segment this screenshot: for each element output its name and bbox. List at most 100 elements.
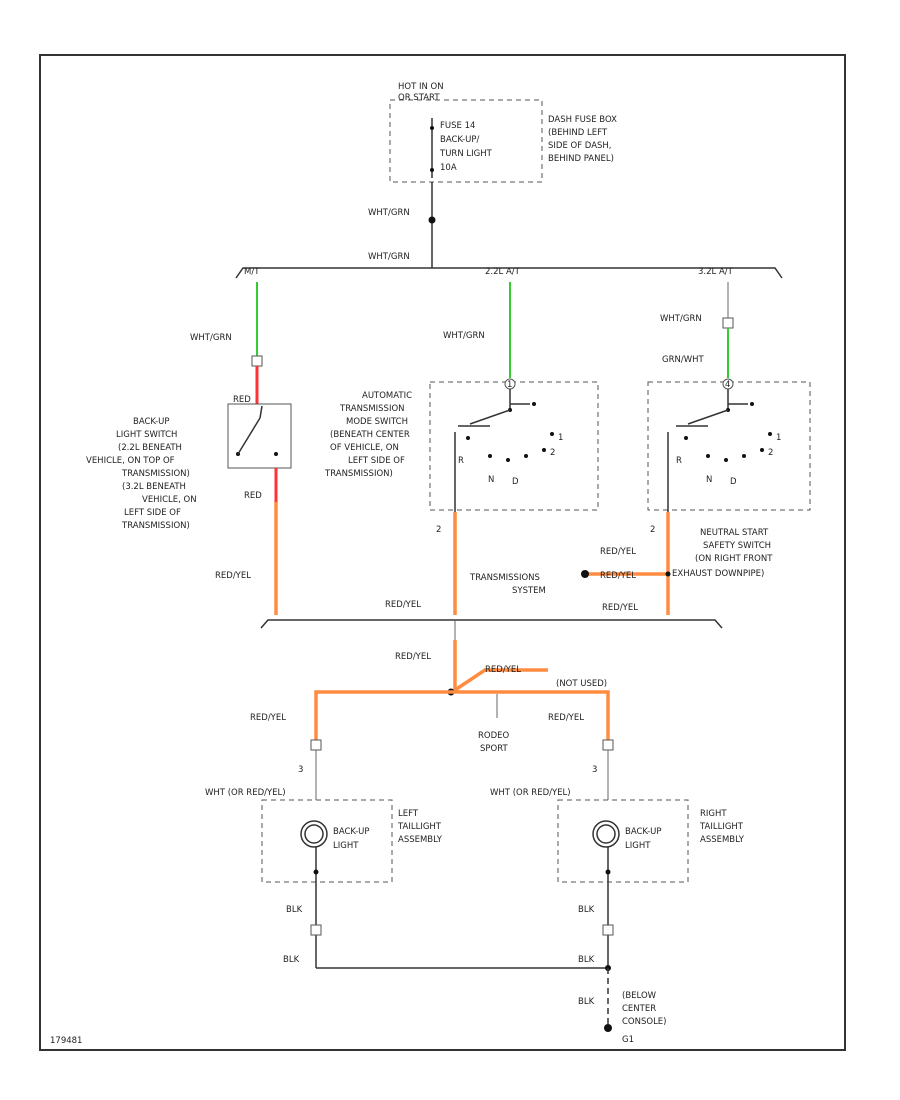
left-taillight-label-1: LEFT <box>398 809 419 819</box>
neutral-switch-contact-g <box>768 432 772 436</box>
left-taillight-label-2: TAILLIGHT <box>397 822 442 832</box>
left-taillight-label-3: ASSEMBLY <box>398 835 443 845</box>
backup-switch-box <box>227 403 292 469</box>
mode-switch-label-5: OF VEHICLE, ON <box>330 443 399 453</box>
branch-label-mt: M/T <box>244 267 260 277</box>
backup-switch-label-3: (2.2L BENEATH <box>118 443 182 453</box>
fuse-box-location-line2: (BEHIND LEFT <box>548 128 608 138</box>
wire-label-right-red-yel: RED/YEL <box>548 713 584 723</box>
neutral-switch-pin-2: 2 <box>650 525 655 535</box>
wire-label-trans-red-yel-3: RED/YEL <box>602 603 638 613</box>
connector-right-lamp-top <box>602 739 614 751</box>
mode-switch-label-1: AUTOMATIC <box>362 391 412 401</box>
wire-label-grn-wht: GRN/WHT <box>662 355 705 365</box>
mode-switch-label-7: TRANSMISSION) <box>324 469 393 479</box>
lamp-distribution-wire <box>314 690 610 740</box>
wire-label-trans-red-yel-1: RED/YEL <box>600 547 636 557</box>
mode-switch-contact-e <box>524 454 528 458</box>
ground-label-3: CONSOLE) <box>622 1017 667 1027</box>
backup-switch-label-4: VEHICLE, ON TOP OF <box>86 456 175 466</box>
mode-switch-contact-g <box>550 432 554 436</box>
connector-left-lamp-bottom <box>310 924 322 936</box>
connector-right-lamp-bottom <box>602 924 614 936</box>
branch-label-3-2l-at: 3.2L A/T <box>698 267 734 277</box>
neutral-switch-contact-b <box>684 436 688 440</box>
wire-label-right-blk-2: BLK <box>578 955 595 965</box>
wire-label-ground-blk: BLK <box>578 997 595 1007</box>
wire-label-right-blk-1: BLK <box>578 905 595 915</box>
fuse-label-line2: BACK-UP/ <box>440 135 480 145</box>
right-taillight-label-2: TAILLIGHT <box>699 822 744 832</box>
wire-label-main-red-yel: RED/YEL <box>395 652 431 662</box>
wire-label-at32-wht-grn: WHT/GRN <box>660 314 702 324</box>
mode-switch-label-2: TRANSMISSION <box>339 404 405 414</box>
diagram-frame <box>39 54 846 1051</box>
fuse-box-location-line4: BEHIND PANEL) <box>548 154 614 164</box>
neutral-switch-two: 2 <box>768 448 773 458</box>
right-taillight-outline <box>557 799 689 883</box>
right-backup-lamp-label-2: LIGHT <box>625 841 651 851</box>
connector-left-lamp-top <box>310 739 322 751</box>
mode-switch-contact-d <box>506 458 510 462</box>
connector-mt-top <box>251 355 263 367</box>
backup-switch-label-1: BACK-UP <box>133 417 170 427</box>
right-taillight-label-1: RIGHT <box>700 809 727 819</box>
wire-label-red-bottom: RED <box>244 491 262 501</box>
fuse-terminal-top <box>430 126 434 130</box>
right-lamp-pin-3: 3 <box>592 765 597 775</box>
ground-point <box>604 1024 612 1032</box>
mode-switch-n: N <box>488 475 494 485</box>
wire-label-trans-red-yel-2: RED/YEL <box>600 571 636 581</box>
hot-label-line2: OR START <box>398 93 440 103</box>
right-backup-lamp-label-1: BACK-UP <box>625 827 662 837</box>
mode-switch-contact-c <box>488 454 492 458</box>
right-taillight-label-3: ASSEMBLY <box>700 835 745 845</box>
wire-label-left-blk-2: BLK <box>283 955 300 965</box>
fuse-label-line1: FUSE 14 <box>440 121 475 131</box>
neutral-switch-n: N <box>706 475 712 485</box>
mode-switch-pin-2: 2 <box>436 525 441 535</box>
backup-switch-label-8: LEFT SIDE OF <box>124 508 181 518</box>
backup-switch-label-6: (3.2L BENEATH <box>122 482 186 492</box>
trans-system-label-2: SYSTEM <box>512 586 546 596</box>
trans-system-label-1: TRANSMISSIONS <box>469 573 540 583</box>
left-backup-lamp-label-2: LIGHT <box>333 841 359 851</box>
neutral-switch-contact-f <box>760 448 764 452</box>
neutral-switch-d: D <box>730 477 737 487</box>
neutral-switch-outline <box>647 381 811 511</box>
wire-label-right-wht: WHT (OR RED/YEL) <box>490 788 571 798</box>
neutral-switch-contact-e <box>742 454 746 458</box>
neutral-switch-r: R <box>676 456 682 466</box>
left-taillight-outline <box>261 799 393 883</box>
backup-switch-lead <box>259 405 263 419</box>
wire-label-red-top: RED <box>233 395 251 405</box>
rodeo-sport-label-1: RODEO <box>478 731 510 741</box>
left-lamp-ground-terminal <box>313 869 319 875</box>
neutral-switch-one: 1 <box>776 433 781 443</box>
ground-label-4: G1 <box>622 1035 634 1045</box>
right-backup-lamp-filament <box>596 824 616 844</box>
figure-id: 179481 <box>50 1036 82 1046</box>
mode-switch-d: D <box>512 477 519 487</box>
fuse-label-line3: TURN LIGHT <box>439 149 493 159</box>
wire-label-left-blk-1: BLK <box>286 905 303 915</box>
right-lamp-ground-terminal <box>605 869 611 875</box>
left-backup-lamp-label-1: BACK-UP <box>333 827 370 837</box>
wire-label-not-used-red-yel: RED/YEL <box>485 665 521 675</box>
fuse-box-location-line1: DASH FUSE BOX <box>548 115 617 125</box>
not-used-wire <box>454 668 548 692</box>
fuse-box-location-line3: SIDE OF DASH, <box>548 141 612 151</box>
connector-at32 <box>722 317 734 329</box>
right-backup-lamp-bulb <box>592 820 620 848</box>
splice-dot-top <box>428 216 436 224</box>
neutral-switch-contact-a <box>750 402 754 406</box>
mode-switch-one: 1 <box>558 433 563 443</box>
mode-switch-label-6: LEFT SIDE OF <box>348 456 405 466</box>
ground-label-2: CENTER <box>622 1004 656 1014</box>
neutral-switch-label-3: (ON RIGHT FRONT <box>695 554 773 564</box>
mode-switch-two: 2 <box>550 448 555 458</box>
left-backup-lamp-filament <box>304 824 324 844</box>
mode-switch-contact-f <box>542 448 546 452</box>
ground-label-1: (BELOW <box>622 991 657 1001</box>
mode-switch-label-4: (BENEATH CENTER <box>330 430 410 440</box>
